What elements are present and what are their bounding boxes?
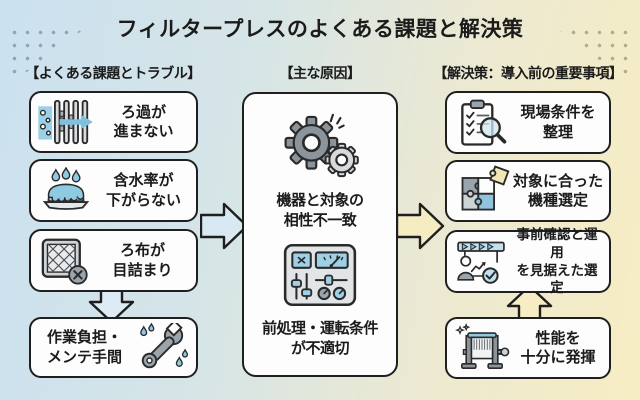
problem-card-filtration-stalls: ろ過が 進まない — [29, 91, 198, 153]
problem-card-moisture-stays-high: 含水率が 下がらない — [29, 159, 198, 222]
clipboard-magnifier-icon — [461, 99, 507, 146]
solution-card-selection-for-operation: 事前確認と運用 を見据えた選定 — [445, 227, 611, 295]
puzzle-pieces-icon — [461, 165, 510, 211]
solution-card-organize-site-conditions: 現場条件を 整理 — [445, 91, 611, 154]
problem-card-cloth-clogging: ろ布が 目詰まり — [29, 229, 198, 292]
problem-label: 含水率が 下がらない — [105, 172, 181, 209]
problem-label: ろ布が 目詰まり — [112, 242, 173, 279]
right-arrow-causes-to-solutions — [396, 202, 445, 250]
column-header-problems: 【よくある課題とトラブル】 — [25, 65, 201, 81]
filter-plates-icon — [38, 99, 93, 145]
cause-label: 前処理・運転条件 が不適切 — [261, 319, 379, 358]
problem-label: ろ過が 進まない — [113, 103, 174, 141]
solution-label: 性能を 十分に発揮 — [520, 329, 596, 367]
solution-label: 対象に合った 機種選定 — [513, 172, 604, 210]
problem-card-maintenance-burden: 作業負担・ メンテ手間 — [29, 317, 198, 378]
timeline-person-check-icon — [457, 241, 505, 284]
control-panel-icon — [283, 244, 357, 307]
clogged-mesh-icon — [41, 238, 88, 285]
cause-label: 機器と対象の 相性不一致 — [276, 192, 364, 230]
problem-label: 作業負担・ メンテ手間 — [46, 329, 122, 366]
solution-card-model-selection: 対象に合った 機種選定 — [445, 160, 611, 222]
gears-icon — [284, 113, 359, 177]
solution-card-full-performance: 性能を 十分に発揮 — [445, 317, 611, 379]
right-arrow-problems-to-causes — [200, 202, 249, 250]
column-header-causes: 【主な原因】 — [279, 65, 362, 81]
up-arrow-performance-to-selection — [506, 284, 553, 320]
wrench-sweat-icon — [140, 322, 189, 368]
dewatered-cake-icon — [42, 166, 90, 210]
causes-card: 機器と対象の 相性不一致 前処理・運転条件 が不適切 — [242, 92, 398, 377]
solution-label: 事前確認と運用 を見据えた選定 — [516, 227, 598, 296]
filter-press-machine-icon — [455, 323, 510, 370]
column-header-solutions: 【解決策：導入前の重要事項】 — [433, 65, 624, 81]
solution-label: 現場条件を 整理 — [520, 104, 596, 141]
page-title: フィルタープレスのよくある課題と解決策 — [116, 18, 524, 41]
